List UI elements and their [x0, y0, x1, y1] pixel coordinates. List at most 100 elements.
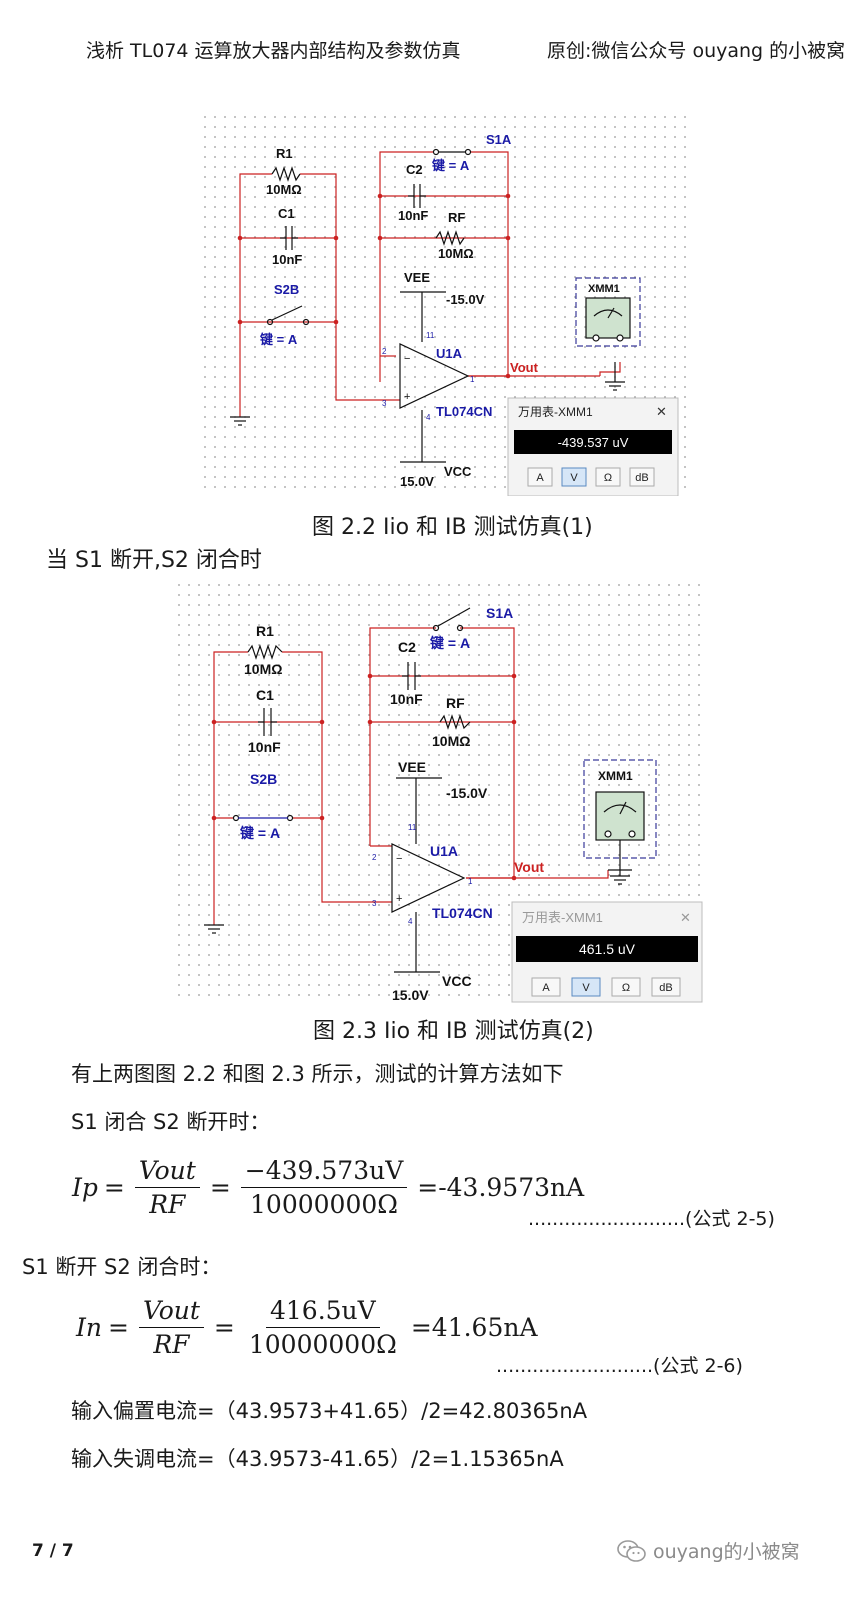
- paragraph-s1-closed: S1 闭合 S2 断开时：: [71, 1110, 271, 1134]
- meter-btn-db[interactable]: [651, 977, 681, 997]
- eq2-equals: =: [107, 1313, 129, 1342]
- r1-label: R1: [256, 623, 274, 639]
- header-title: 浅析 TL074 运算放大器内部结构及参数仿真: [86, 40, 461, 62]
- rf-value: 10MΩ: [432, 733, 470, 749]
- s2b-label: S2B: [274, 282, 299, 297]
- u1a-label: U1A: [436, 346, 463, 361]
- wechat-icon: [617, 1539, 646, 1562]
- equation-2-5: Ip = Vout RF = −439.573uV 10000000Ω =-43…: [72, 1156, 584, 1219]
- c1-label: C1: [278, 206, 295, 221]
- eq2-num2: 416.5uV: [265, 1296, 380, 1328]
- opamp-model: TL074CN: [432, 905, 493, 921]
- paragraph-method: 有上两图图 2.2 和图 2.3 所示，测试的计算方法如下: [71, 1062, 564, 1086]
- meter-btn-v[interactable]: [571, 977, 601, 997]
- meter-btn-v-label: V: [570, 472, 578, 484]
- c2-value: 10nF: [390, 691, 423, 707]
- pin-3: 3: [372, 899, 377, 908]
- meter-title: 万用表-XMM1: [518, 405, 593, 419]
- meter-btn-ohm-label: Ω: [604, 472, 612, 484]
- meter-btn-a[interactable]: [527, 467, 553, 487]
- rf-value: 10MΩ: [438, 246, 474, 261]
- r1-value: 10MΩ: [266, 182, 302, 197]
- eq1-equals: =: [103, 1173, 125, 1202]
- eq2-fraction-2: 416.5uV 10000000Ω: [245, 1296, 401, 1359]
- equation-2-6-tag: ..........................(公式 2-6): [496, 1355, 743, 1377]
- pin-2: 2: [372, 853, 377, 862]
- eq1-den1: RF: [149, 1190, 186, 1219]
- meter-btn-ohm[interactable]: [611, 977, 641, 997]
- xmm-label: XMM1: [598, 769, 633, 783]
- meter-close-icon[interactable]: ✕: [680, 910, 691, 925]
- vcc-label: VCC: [444, 464, 472, 479]
- intro-figure-2: 当 S1 断开,S2 闭合时: [46, 548, 262, 573]
- c1-value: 10nF: [248, 739, 281, 755]
- eq1-lhs: Ip: [72, 1173, 98, 1202]
- figure-2-2-caption: 图 2.2 Iio 和 IB 测试仿真(1): [312, 515, 593, 540]
- pin-plus: +: [396, 893, 402, 905]
- r1-value: 10MΩ: [244, 661, 282, 677]
- meter-btn-db[interactable]: [629, 467, 655, 487]
- pin-11: 11: [426, 331, 435, 340]
- c2-label: C2: [406, 162, 423, 177]
- pin-plus: +: [404, 391, 410, 403]
- meter-btn-db-label: dB: [659, 982, 672, 994]
- pin-11: 11: [408, 823, 417, 832]
- c2-label: C2: [398, 639, 416, 655]
- eq2-lhs: In: [76, 1313, 102, 1342]
- pin-4: 4: [408, 917, 413, 926]
- eq2-den2: 10000000Ω: [248, 1330, 397, 1359]
- vcc-label: VCC: [442, 973, 472, 989]
- vee-label: VEE: [398, 759, 426, 775]
- meter-btn-a-label: A: [536, 472, 544, 484]
- paragraph-offset-current: 输入失调电流=（43.9573-41.65）/2=1.15365nA: [71, 1447, 564, 1471]
- meter-btn-db-label: dB: [635, 472, 648, 484]
- watermark: ouyang的小被窝: [617, 1537, 800, 1564]
- multimeter-dialog[interactable]: 万用表-XMM1 ✕ 461.5 uV A V Ω dB: [511, 901, 703, 1003]
- meter-title: 万用表-XMM1: [522, 910, 603, 925]
- eq1-num2: −439.573uV: [240, 1156, 408, 1188]
- figure-2-3-caption: 图 2.3 Iio 和 IB 测试仿真(2): [313, 1019, 594, 1044]
- vee-value: -15.0V: [446, 292, 485, 307]
- multimeter-dialog[interactable]: 万用表-XMM1 ✕ -439.537 uV A V Ω dB: [507, 397, 679, 496]
- eq1-result: =-43.9573nA: [417, 1173, 585, 1202]
- r1-label: R1: [276, 146, 293, 161]
- watermark-text: ouyang的小被窝: [653, 1541, 800, 1563]
- xmm-label: XMM1: [588, 283, 620, 295]
- eq2-equals-2: =: [213, 1313, 235, 1342]
- meter-close-icon[interactable]: ✕: [656, 404, 667, 419]
- pin-minus: −: [404, 353, 410, 365]
- vout-label: Vout: [514, 859, 544, 875]
- figure-2-2-schematic: R1 10MΩ C1 10nF C2 10nF RF 10MΩ VEE -15.…: [200, 112, 686, 496]
- eq1-equals-2: =: [209, 1173, 231, 1202]
- meter-btn-v[interactable]: [561, 467, 587, 487]
- c1-label: C1: [256, 687, 274, 703]
- vcc-value: 15.0V: [392, 987, 429, 1003]
- eq2-den1: RF: [153, 1330, 190, 1359]
- header-source: 原创:微信公众号 ouyang 的小被窝: [547, 40, 846, 62]
- meter-reading: -439.537 uV: [558, 435, 629, 450]
- vcc-value: 15.0V: [400, 474, 434, 489]
- eq1-fraction-1: Vout RF: [134, 1156, 200, 1219]
- meter-btn-a[interactable]: [531, 977, 561, 997]
- s1a-label: S1A: [486, 605, 513, 621]
- vout-label: Vout: [510, 360, 539, 375]
- s1a-label: S1A: [486, 132, 512, 147]
- eq2-num1: Vout: [138, 1296, 204, 1328]
- s2b-key: 键 = A: [259, 332, 298, 347]
- pin-4: 4: [426, 413, 431, 422]
- vee-value: -15.0V: [446, 785, 488, 801]
- paragraph-s1-open: S1 断开 S2 闭合时：: [22, 1255, 222, 1279]
- s2b-label: S2B: [250, 771, 277, 787]
- c1-value: 10nF: [272, 252, 302, 267]
- meter-btn-a-label: A: [542, 982, 550, 994]
- meter-btn-v-label: V: [582, 982, 590, 994]
- page-number: 7 / 7: [32, 1541, 74, 1561]
- meter-btn-ohm[interactable]: [595, 467, 621, 487]
- eq1-fraction-2: −439.573uV 10000000Ω: [240, 1156, 408, 1219]
- eq2-fraction-1: Vout RF: [138, 1296, 204, 1359]
- pin-1: 1: [468, 877, 473, 886]
- meter-reading: 461.5 uV: [579, 941, 636, 957]
- s1a-key: 键 = A: [429, 635, 470, 651]
- pin-2: 2: [382, 347, 387, 356]
- equation-2-5-tag: ..........................(公式 2-5): [528, 1208, 775, 1230]
